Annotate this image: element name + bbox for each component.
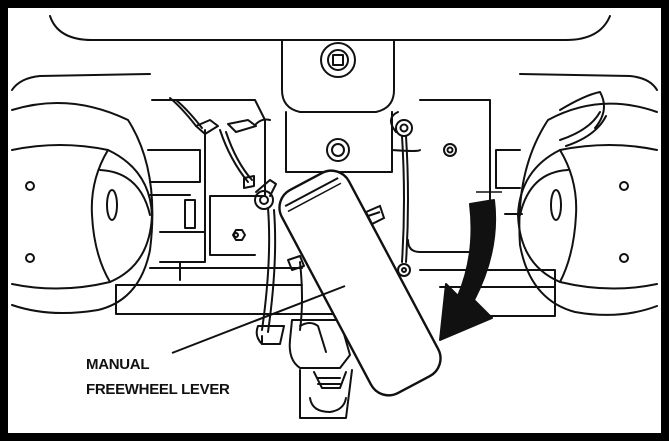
callout-line-1: MANUAL [86,356,149,373]
freewheel-lever [278,169,442,397]
left-wheel [11,101,201,315]
top-shell [11,15,658,91]
wiring-harness [169,97,607,277]
lever-latch [255,319,353,419]
rotation-direction-arrow [439,199,497,341]
callout-line-2: FREEWHEEL LEVER [86,381,230,398]
lever-spring-tab [364,204,386,226]
right-wheel [495,91,658,316]
callout-leader-line [171,285,346,354]
